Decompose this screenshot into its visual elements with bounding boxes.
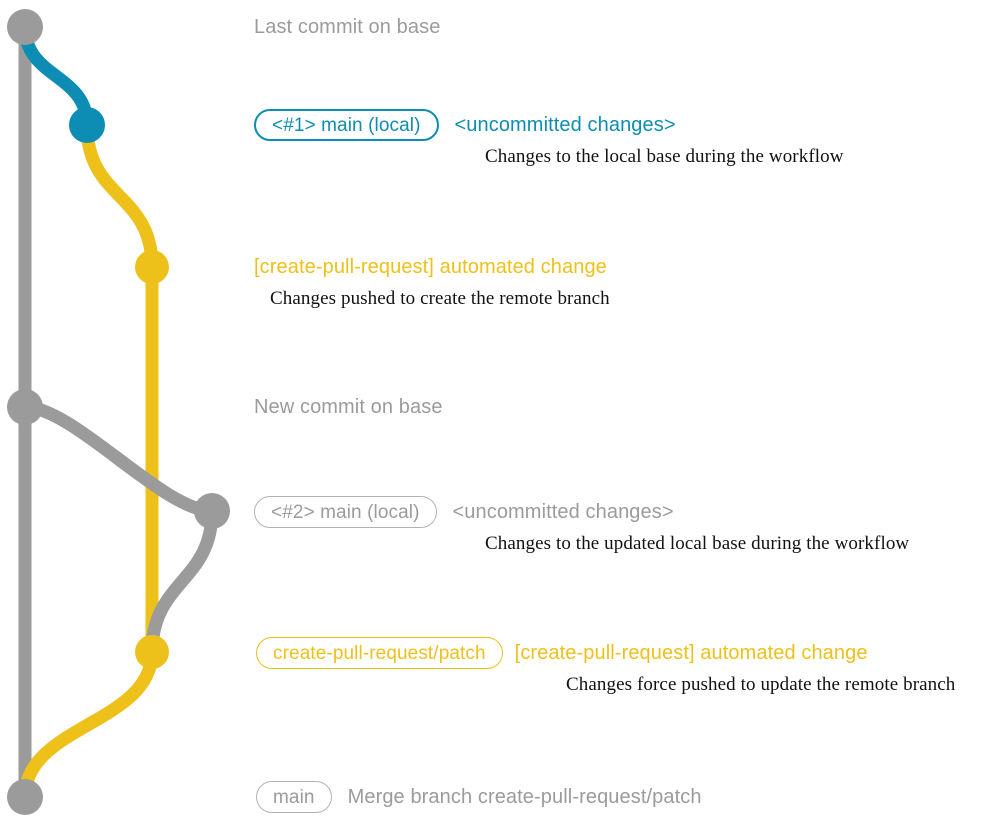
commit-subject: Merge branch create-pull-request/patch bbox=[347, 785, 702, 808]
node-remote-commit-2 bbox=[135, 635, 169, 669]
commit-description: Changes pushed to create the remote bran… bbox=[270, 288, 610, 309]
branch-badge-main-local-2[interactable]: <#2> main (local) bbox=[254, 496, 437, 528]
commit-description: Changes force pushed to update the remot… bbox=[566, 674, 956, 695]
commit-row-local-change-2: <#2> main (local) <uncommitted changes> bbox=[254, 496, 674, 528]
commit-row-automated-change-1: [create-pull-request] automated change bbox=[254, 251, 607, 283]
edge-remote-2-to-merge bbox=[18, 645, 159, 804]
git-graph bbox=[7, 9, 230, 815]
commit-description: Changes to the updated local base during… bbox=[485, 533, 910, 554]
node-local-commit-1 bbox=[69, 107, 105, 143]
node-base-new bbox=[7, 389, 43, 425]
edge-local-1-to-remote-1 bbox=[80, 118, 159, 274]
node-local-commit-2 bbox=[194, 493, 230, 529]
commit-subject: <uncommitted changes> bbox=[454, 113, 676, 136]
node-merge-commit bbox=[7, 779, 43, 815]
commit-subject: New commit on base bbox=[254, 395, 443, 418]
commit-row-local-change-1: <#1> main (local) <uncommitted changes> bbox=[254, 109, 676, 141]
branch-badge-create-pull-request-patch[interactable]: create-pull-request/patch bbox=[256, 637, 503, 669]
commit-description: Changes to the local base during the wor… bbox=[485, 146, 844, 167]
node-remote-commit-1 bbox=[135, 250, 169, 284]
node-base-head bbox=[7, 9, 43, 45]
commit-row-last-commit-on-base: Last commit on base bbox=[254, 11, 440, 43]
edge-local-2-to-remote-2 bbox=[145, 504, 219, 659]
edge-base-new-to-local-2 bbox=[18, 400, 219, 518]
commit-row-automated-change-2: create-pull-request/patch [create-pull-r… bbox=[256, 637, 868, 669]
commit-subject: [create-pull-request] automated change bbox=[514, 641, 868, 664]
commit-subject: Last commit on base bbox=[254, 15, 441, 38]
commit-subject: <uncommitted changes> bbox=[452, 500, 674, 523]
commit-row-merge-commit: main Merge branch create-pull-request/pa… bbox=[256, 781, 702, 813]
commit-subject: [create-pull-request] automated change bbox=[254, 255, 607, 278]
commit-row-new-commit-on-base: New commit on base bbox=[254, 391, 443, 423]
branch-badge-main-local-1[interactable]: <#1> main (local) bbox=[254, 109, 439, 141]
branch-badge-main[interactable]: main bbox=[256, 781, 332, 813]
